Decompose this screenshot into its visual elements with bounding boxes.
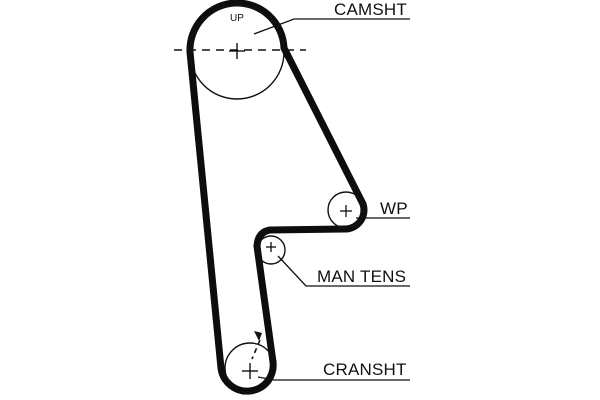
belt-wp-arc bbox=[340, 200, 368, 233]
manual-tensioner-label: MAN TENS bbox=[317, 267, 406, 286]
water-pump-label: WP bbox=[380, 199, 408, 218]
water-pump-pulley-circle bbox=[327, 191, 365, 229]
crankshaft-timing-arrow-icon bbox=[254, 331, 262, 341]
camshaft-pulley: UP bbox=[174, 4, 306, 100]
belt-run-tensioner-to-crank bbox=[253, 242, 277, 366]
leader-lines bbox=[253, 18, 410, 381]
belt-run-cam-to-wp bbox=[280, 44, 367, 208]
manual-tensioner-leader-line bbox=[277, 255, 410, 287]
camshaft-label: CAMSHT bbox=[334, 0, 407, 19]
crankshaft-pulley-circle bbox=[224, 342, 276, 394]
water-pump-pulley bbox=[327, 191, 365, 229]
manual-tensioner-circle bbox=[256, 235, 286, 265]
manual-tensioner-pulley bbox=[256, 235, 286, 265]
camshaft-pulley-circle bbox=[189, 4, 285, 100]
belt-camshaft-arc bbox=[186, 0, 288, 56]
belt-crank-arc bbox=[217, 358, 277, 395]
belt-run-crank-to-cam bbox=[186, 48, 225, 372]
crankshaft-timing-line bbox=[251, 339, 261, 360]
camshaft-leader-line bbox=[253, 18, 410, 35]
belt-run-wp-to-tensioner bbox=[266, 225, 348, 234]
crankshaft-leader-line bbox=[257, 376, 410, 381]
crankshaft-label: CRANSHT bbox=[323, 360, 407, 379]
camshaft-up-mark: UP bbox=[230, 13, 244, 24]
timing-belt bbox=[186, 0, 368, 395]
crankshaft-pulley bbox=[224, 331, 276, 394]
